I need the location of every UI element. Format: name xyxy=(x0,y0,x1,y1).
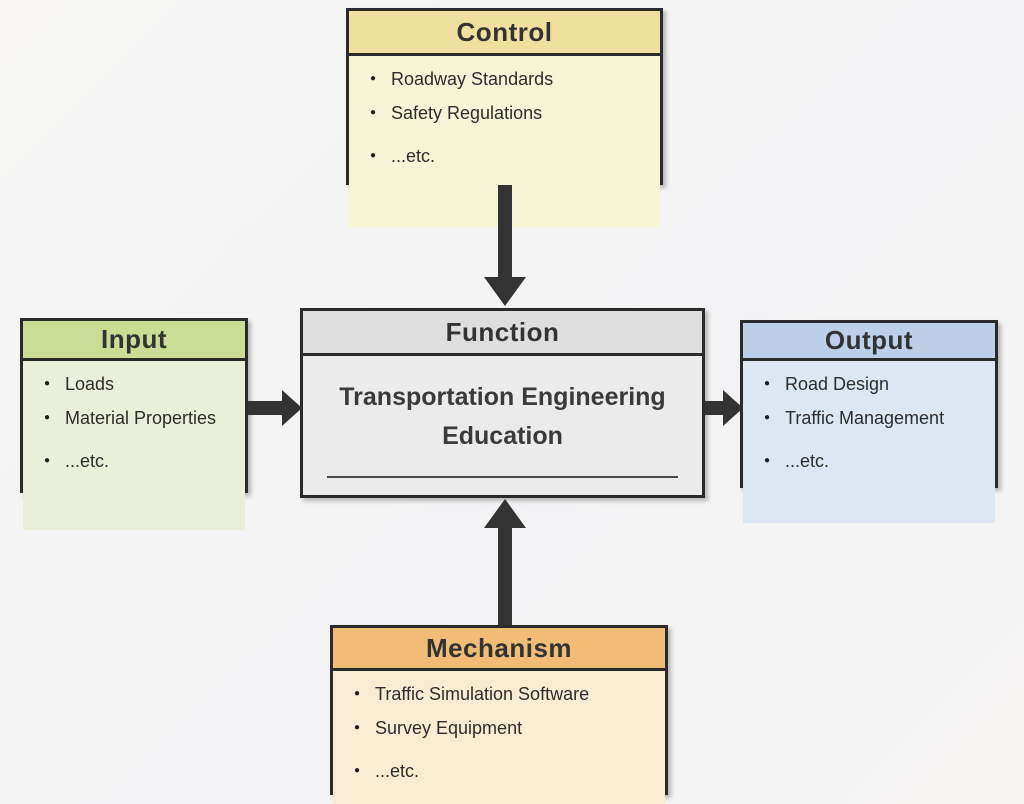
list-item: ...etc. xyxy=(37,451,235,472)
function-box-header: Function xyxy=(303,311,702,356)
arrow-head-right-icon xyxy=(723,390,743,426)
output-box-items: Road Design Traffic Management ...etc. xyxy=(743,361,995,523)
function-box-text: Transportation Engineering Education xyxy=(339,383,666,450)
list-item: Loads xyxy=(37,374,235,395)
input-box-header: Input xyxy=(23,321,245,361)
mechanism-box-title: Mechanism xyxy=(425,632,573,663)
function-underline xyxy=(326,476,679,478)
function-box-body: Transportation Engineering Education xyxy=(303,356,702,495)
output-box-title: Output xyxy=(824,325,914,355)
list-item: Traffic Simulation Software xyxy=(347,684,655,705)
input-box-items: Loads Material Properties ...etc. xyxy=(23,361,245,530)
function-box: Function Transportation Engineering Educ… xyxy=(300,308,705,498)
list-item: Roadway Standards xyxy=(363,69,650,90)
list-item: ...etc. xyxy=(757,451,985,472)
list-item: ...etc. xyxy=(363,146,650,167)
arrow-head-right-icon xyxy=(282,390,302,426)
arrow-shaft xyxy=(705,401,724,415)
output-box: Output Road Design Traffic Management ..… xyxy=(740,320,998,523)
list-item: Material Properties xyxy=(37,408,235,429)
input-box: Input Loads Material Properties ...etc. xyxy=(20,318,248,530)
list-item: Safety Regulations xyxy=(363,103,650,124)
mechanism-box-header: Mechanism xyxy=(333,628,665,671)
control-box: Control Roadway Standards Safety Regulat… xyxy=(346,8,663,227)
arrow-head-up-icon xyxy=(484,499,526,528)
mechanism-box: Mechanism Traffic Simulation Software Su… xyxy=(330,625,668,804)
list-item: ...etc. xyxy=(347,761,655,782)
control-box-title: Control xyxy=(456,16,553,47)
list-item: Traffic Management xyxy=(757,408,985,429)
function-box-title: Function xyxy=(445,316,560,347)
arrow-shaft xyxy=(248,401,283,415)
arrow-shaft xyxy=(498,527,512,625)
arrow-head-down-icon xyxy=(484,277,526,306)
list-item: Road Design xyxy=(757,374,985,395)
input-box-title: Input xyxy=(100,324,168,354)
output-box-header: Output xyxy=(743,323,995,361)
list-item: Survey Equipment xyxy=(347,718,655,739)
control-box-header: Control xyxy=(349,11,660,56)
arrow-shaft xyxy=(498,185,512,278)
mechanism-box-items: Traffic Simulation Software Survey Equip… xyxy=(333,671,665,804)
